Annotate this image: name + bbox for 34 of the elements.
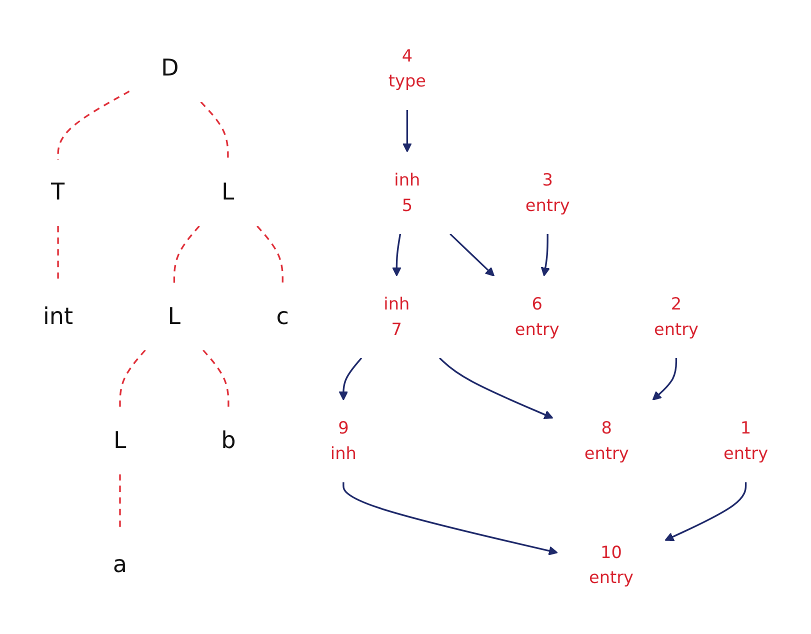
node-text: T (50, 180, 66, 206)
node-text: 4 type (388, 46, 426, 91)
connector (200, 101, 229, 160)
node-text: 10 entry (589, 542, 634, 588)
arrow (664, 482, 747, 542)
node-text: 3 entry (525, 170, 570, 215)
node-text: L (222, 180, 234, 206)
node-text: inh 7 (384, 294, 410, 340)
arrow (540, 234, 550, 276)
connector (119, 350, 146, 408)
node-text: inh 5 (394, 170, 420, 215)
connector (256, 225, 284, 284)
connector (173, 225, 200, 284)
node-text: int (42, 304, 74, 330)
node-text: 2 entry (654, 294, 698, 340)
arrow (402, 110, 412, 152)
connector (57, 90, 130, 160)
node-text: 8 entry (584, 418, 629, 464)
arrow (439, 357, 554, 420)
node-text: L (168, 304, 181, 330)
node-text: D (160, 56, 179, 82)
node-text: a (112, 552, 128, 578)
arrow (342, 482, 558, 556)
node-text: 9 inh (330, 418, 356, 464)
node-text: L (114, 428, 126, 454)
arrow (338, 357, 362, 400)
arrow (652, 358, 678, 400)
node-text: 1 entry (724, 418, 768, 464)
connector (202, 350, 230, 408)
node-text: 6 entry (514, 294, 560, 340)
arrow (392, 234, 402, 276)
node-text: c (276, 304, 290, 330)
node-text: b (221, 428, 236, 454)
arrow (450, 233, 495, 276)
